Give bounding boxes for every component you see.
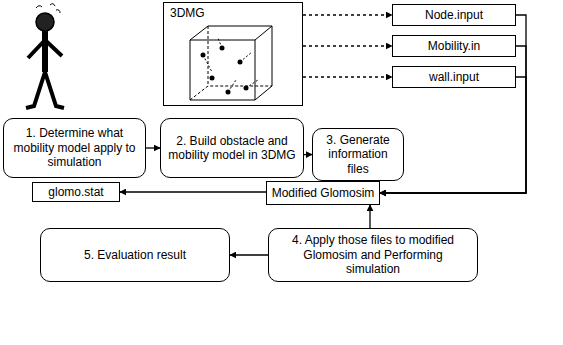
- file-box: Node.input: [392, 4, 516, 26]
- connector: [369, 205, 370, 228]
- file-box: Mobility.in: [392, 35, 516, 57]
- node-text: Modified Glomosim: [272, 186, 375, 200]
- node-text: 1. Determine what mobility model apply t…: [10, 126, 139, 169]
- program-box: Modified Glomosim: [266, 181, 380, 205]
- process-box: 1. Determine what mobility model apply t…: [3, 118, 146, 178]
- stick-figure: [26, 4, 64, 108]
- process-box: 2. Build obstacle and mobility model in …: [160, 118, 304, 178]
- process-box: 3. Generate information files: [312, 128, 404, 181]
- file-box: glomo.stat: [32, 182, 120, 202]
- node-text: Mobility.in: [428, 39, 480, 53]
- process-box: 4. Apply those files to modified Glomosi…: [268, 228, 478, 282]
- file-box: wall.input: [392, 66, 516, 88]
- connector: [303, 45, 392, 46]
- node-text: 4. Apply those files to modified Glomosi…: [275, 233, 471, 276]
- node-text: 5. Evaluation result: [84, 248, 186, 262]
- node-text: 2. Build obstacle and mobility model in …: [167, 134, 297, 163]
- process-box: 5. Evaluation result: [40, 228, 230, 282]
- connector: [303, 76, 392, 77]
- cube-figure: [190, 26, 272, 100]
- node-text: wall.input: [429, 70, 479, 84]
- node-text: 3. Generate information files: [319, 133, 397, 176]
- connector: [303, 14, 392, 15]
- connector: [304, 154, 312, 155]
- node-text: glomo.stat: [48, 185, 103, 199]
- tool-frame: 3DMG: [163, 2, 303, 106]
- connector: [230, 254, 268, 255]
- node-text: Node.input: [425, 8, 483, 22]
- connector: [146, 147, 160, 148]
- node-text: 3DMG: [170, 6, 205, 20]
- connector: [120, 191, 266, 192]
